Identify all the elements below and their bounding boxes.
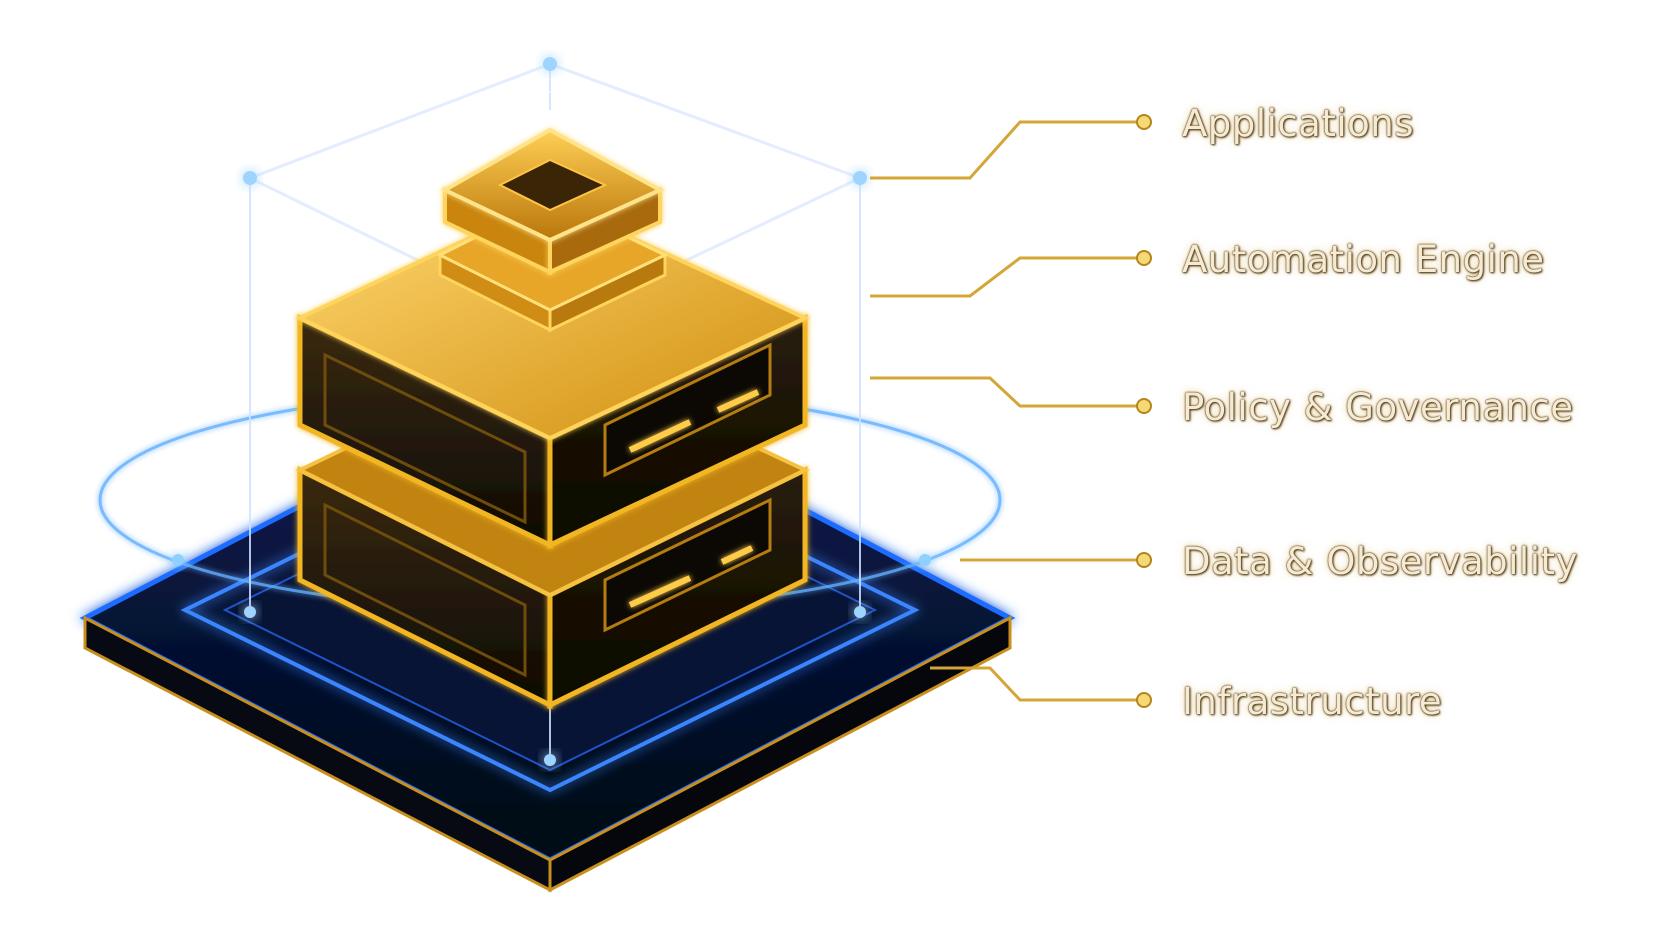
- label-data-observability: Data & Observability: [1182, 540, 1578, 583]
- label-applications: Applications: [1182, 102, 1415, 145]
- connector-automation-engine: [870, 256, 1138, 298]
- connector-lines: [870, 120, 1138, 702]
- connector-dots: [1136, 114, 1152, 708]
- label-policy-governance: Policy & Governance: [1182, 386, 1574, 429]
- connector-policy-governance: [870, 376, 1138, 408]
- top-chip: [440, 127, 665, 276]
- connector-infrastructure: [930, 666, 1138, 702]
- label-infrastructure: Infrastructure: [1182, 680, 1443, 723]
- server-block-upper: [295, 197, 810, 549]
- label-automation-engine: Automation Engine: [1182, 238, 1545, 281]
- connector-applications: [870, 120, 1138, 180]
